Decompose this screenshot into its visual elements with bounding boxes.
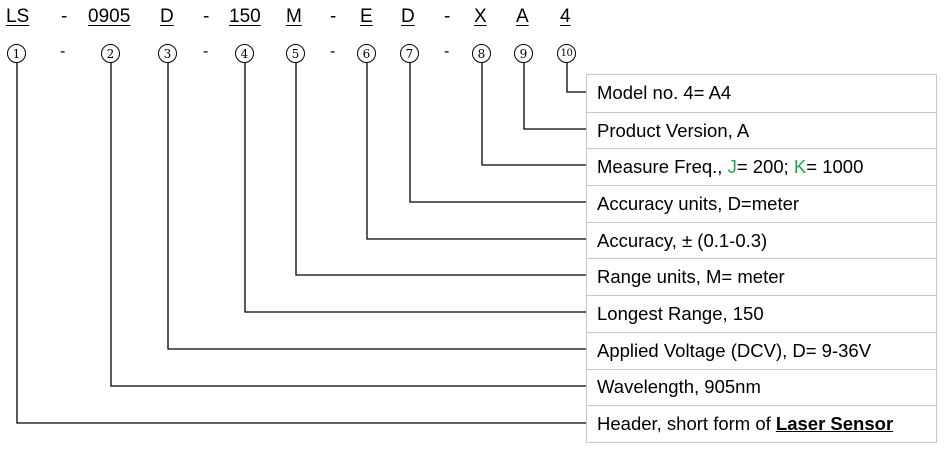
row-label-prefix: Measure Freq., <box>597 156 728 178</box>
marker-8: 8 <box>472 44 491 63</box>
description-table: Model no. 4= A4 Product Version, A Measu… <box>586 74 937 443</box>
marker-separator: - <box>203 43 209 60</box>
marker-separator: - <box>444 43 450 60</box>
code-part-2: 0905 <box>88 6 131 27</box>
marker-6: 6 <box>357 44 376 63</box>
connector-4 <box>244 63 587 313</box>
code-part-9: A <box>516 6 529 27</box>
marker-7: 7 <box>400 44 419 63</box>
row-measure-freq: Measure Freq., J= 200; K= 1000 <box>587 148 936 185</box>
row-label: Accuracy units, D=meter <box>597 192 800 214</box>
connector-9 <box>523 63 587 130</box>
row-wavelength: Wavelength, 905nm <box>587 368 936 406</box>
row-longest-range: Longest Range, 150 <box>587 295 936 332</box>
code-separator: - <box>203 6 210 27</box>
row-header: Header, short form of Laser Sensor <box>587 405 936 442</box>
marker-10: 10 <box>557 44 576 63</box>
row-accuracy: Accuracy, ± (0.1-0.3) <box>587 221 936 259</box>
row-label: Accuracy, ± (0.1-0.3) <box>597 229 768 251</box>
code-part-10: 4 <box>560 6 571 27</box>
connector-2 <box>110 63 587 387</box>
connector-7 <box>409 63 587 203</box>
marker-4: 4 <box>235 44 254 63</box>
row-label: Longest Range, 150 <box>597 302 764 324</box>
connector-5 <box>295 63 587 276</box>
freq-code-j: J <box>727 156 737 178</box>
row-model-no: Model no. 4= A4 <box>587 75 936 112</box>
marker-2: 2 <box>101 44 120 63</box>
row-label-mid: = 200; <box>736 156 794 178</box>
code-separator: - <box>444 6 451 27</box>
row-applied-voltage: Applied Voltage (DCV), D= 9-36V <box>587 331 936 369</box>
row-label: Wavelength, 905nm <box>597 376 761 398</box>
marker-9: 9 <box>514 44 533 63</box>
code-part-5: M <box>286 6 302 27</box>
connector-1 <box>16 63 587 424</box>
row-label: Range units, M= meter <box>597 266 785 288</box>
code-part-4: 150 <box>229 6 261 27</box>
marker-1: 1 <box>7 44 26 63</box>
freq-code-k: K <box>793 156 807 178</box>
code-part-7: D <box>401 6 415 27</box>
marker-separator: - <box>60 43 66 60</box>
row-label-prefix: Header, short form of <box>597 413 776 435</box>
code-separator: - <box>330 6 337 27</box>
code-part-3: D <box>160 6 174 27</box>
connector-10 <box>566 63 587 93</box>
connector-8 <box>481 63 587 166</box>
row-label: Applied Voltage (DCV), D= 9-36V <box>597 339 872 361</box>
row-label-suffix: = 1000 <box>806 156 864 178</box>
laser-sensor-term: Laser Sensor <box>775 413 894 435</box>
marker-3: 3 <box>158 44 177 63</box>
marker-5: 5 <box>286 44 305 63</box>
row-label: Model no. 4= A4 <box>597 82 732 104</box>
row-accuracy-units: Accuracy units, D=meter <box>587 185 936 222</box>
marker-separator: - <box>330 43 336 60</box>
connector-3 <box>167 63 587 350</box>
code-separator: - <box>61 6 68 27</box>
row-label: Product Version, A <box>597 119 750 141</box>
row-range-units: Range units, M= meter <box>587 258 936 295</box>
code-part-1: LS <box>6 6 30 27</box>
code-part-6: E <box>360 6 373 27</box>
connector-6 <box>366 63 587 240</box>
row-product-version: Product Version, A <box>587 111 936 149</box>
code-part-8: X <box>474 6 487 27</box>
